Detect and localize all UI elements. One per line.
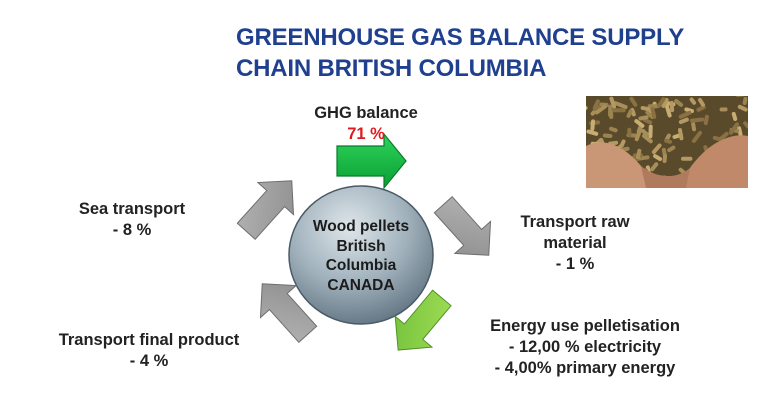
center-line-3: Columbia bbox=[299, 256, 423, 276]
energy-use-label: Energy use pelletisation - 12,00 % elect… bbox=[466, 316, 704, 379]
center-line-4: CANADA bbox=[299, 276, 423, 296]
transport-raw-line-3: - 1 % bbox=[500, 254, 650, 275]
energy-use-line-3: - 4,00% primary energy bbox=[466, 358, 704, 379]
transport-raw-line-1: Transport raw bbox=[500, 212, 650, 233]
transport-final-label: Transport final product - 4 % bbox=[34, 330, 264, 372]
transport-raw-label: Transport raw material - 1 % bbox=[500, 212, 650, 275]
center-label: Wood pellets British Columbia CANADA bbox=[299, 217, 423, 295]
energy-use-line-2: - 12,00 % electricity bbox=[466, 337, 704, 358]
transport-raw-line-2: material bbox=[500, 233, 650, 254]
transport-final-line-2: - 4 % bbox=[34, 351, 264, 372]
center-line-1: Wood pellets bbox=[299, 217, 423, 237]
ghg-balance-value: 71 % bbox=[296, 124, 436, 145]
center-line-2: British bbox=[299, 237, 423, 257]
wood-pellets-in-hands-photo bbox=[586, 96, 748, 188]
energy-use-line-1: Energy use pelletisation bbox=[466, 316, 704, 337]
sea-transport-line-2: - 8 % bbox=[62, 220, 202, 241]
ghg-balance-title: GHG balance bbox=[296, 103, 436, 124]
sea-transport-label: Sea transport - 8 % bbox=[62, 199, 202, 241]
ghg-balance-label: GHG balance 71 % bbox=[296, 103, 436, 145]
sea-transport-line-1: Sea transport bbox=[62, 199, 202, 220]
transport-final-line-1: Transport final product bbox=[34, 330, 264, 351]
transport-raw-arrow bbox=[425, 189, 506, 272]
